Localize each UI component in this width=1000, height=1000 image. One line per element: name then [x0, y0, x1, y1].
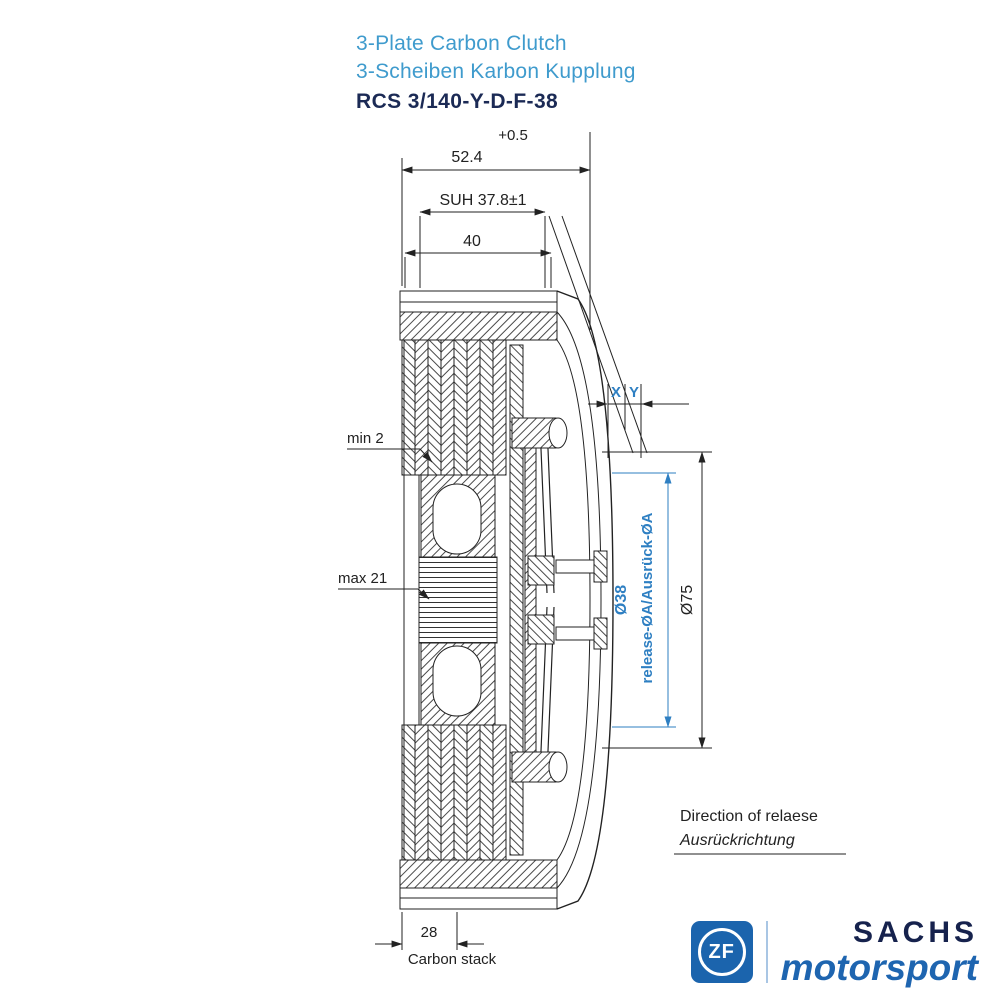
sachs-wordmark: SACHS motorsport [780, 916, 978, 988]
dimension-outer-dia: Ø75 [602, 451, 712, 749]
dimension-overall-width: 52.4 +0.5 [401, 127, 591, 330]
dim-min2-label: min 2 [347, 430, 384, 447]
spline-section [418, 556, 498, 644]
brand-divider [765, 921, 768, 983]
dim-y-label: Y [629, 384, 639, 401]
pressure-plate-assembly [509, 344, 555, 856]
hub-assembly [403, 340, 498, 860]
carbon-stack-label: Carbon stack [408, 951, 497, 968]
release-bolts [527, 550, 608, 650]
dim-dia75-label: Ø75 [679, 585, 696, 615]
dimension-40: 40 [404, 233, 552, 288]
dimension-xy: X Y [588, 384, 689, 458]
dim-dia38-label: Ø38 [613, 585, 630, 615]
dimension-stack-width: 28 Carbon stack [375, 912, 497, 968]
dim-max21-label: max 21 [338, 570, 387, 587]
dim-x-label: X [611, 384, 621, 401]
dim-suh-label: SUH 37.8±1 [439, 192, 526, 209]
dim-28-label: 28 [421, 924, 438, 941]
dimension-annotations: 52.4 +0.5 SUH 37.8±1 40 [338, 127, 846, 968]
direction-german-label: Ausrückrichtung [679, 832, 795, 849]
dim-tolerance-label: +0.5 [498, 127, 528, 144]
dimension-release-dia: Ø38 release-ØA/Ausrück-ØA [612, 472, 676, 728]
dim-40-label: 40 [463, 233, 481, 250]
carbon-stack-bottom [401, 724, 507, 861]
pivot-rings [511, 417, 568, 783]
title-english: 3-Plate Carbon Clutch [356, 32, 567, 55]
zf-logo-text: ZF [708, 940, 735, 963]
zf-logo-ring: ZF [697, 928, 746, 976]
cover-profile [556, 290, 614, 910]
direction-english-label: Direction of relaese [680, 808, 818, 825]
sachs-text: SACHS [852, 916, 978, 949]
dimension-min2: min 2 [347, 430, 433, 463]
title-block: 3-Plate Carbon Clutch 3-Scheiben Karbon … [356, 30, 636, 114]
carbon-stack-top [401, 339, 507, 476]
diaphragm-spring [539, 424, 555, 776]
branding: ZF SACHS motorsport [690, 916, 978, 988]
title-german: 3-Scheiben Karbon Kupplung [356, 60, 636, 83]
dimension-max21: max 21 [338, 570, 430, 600]
motorsport-text: motorsport [780, 947, 978, 988]
dim-52-4-label: 52.4 [451, 149, 482, 166]
housing-bottom [399, 859, 558, 910]
direction-note: Direction of relaese Ausrückrichtung [674, 808, 846, 855]
housing-top [399, 290, 558, 341]
zf-logo: ZF [690, 921, 753, 983]
clutch-cross-section [399, 290, 614, 910]
part-number: RCS 3/140-Y-D-F-38 [356, 90, 559, 113]
dim-release-note-label: release-ØA/Ausrück-ØA [639, 512, 656, 683]
